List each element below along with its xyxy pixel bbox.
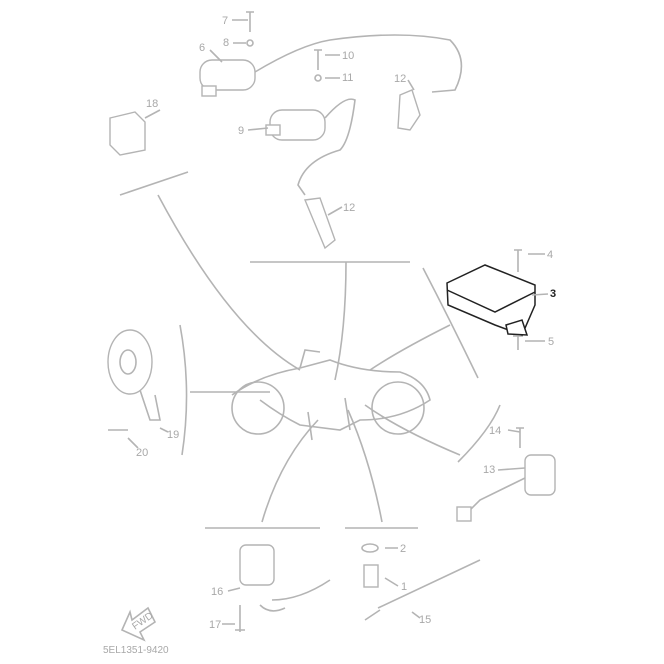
catalog-code: 5EL1351-9420 [103, 645, 169, 656]
starter-16 [239, 544, 331, 612]
callout-2: 2 [400, 543, 406, 555]
callout-20: 20 [136, 447, 148, 459]
bolts [108, 11, 524, 632]
callout-19: 19 [167, 429, 179, 441]
spark-plug-cap-12 [304, 89, 421, 250]
neutral-switch-1 [361, 543, 481, 621]
ignition-coil-6 [199, 34, 463, 97]
fwd-arrow-icon: FWD [120, 606, 157, 642]
callout-18: 18 [146, 98, 158, 110]
callout-5: 5 [548, 336, 554, 348]
part-number-labels: 7 8 6 10 11 12 18 9 12 4 3 5 19 20 14 13… [136, 15, 556, 631]
relay-18 [109, 111, 146, 156]
callout-9: 9 [238, 125, 244, 137]
cdi-unit-3 [446, 264, 536, 336]
callout-6: 6 [199, 42, 205, 54]
callout-15: 15 [419, 614, 431, 626]
callout-leaders [127, 19, 549, 625]
callout-1: 1 [401, 581, 407, 593]
callout-17: 17 [209, 619, 221, 631]
callout-4: 4 [547, 249, 553, 261]
callout-14: 14 [489, 425, 501, 437]
callout-7: 7 [222, 15, 228, 27]
motorcycle-outline [231, 349, 431, 441]
callout-16: 16 [211, 586, 223, 598]
ignition-coil-9 [265, 98, 356, 196]
callout-13: 13 [483, 464, 495, 476]
callout-3: 3 [550, 288, 556, 300]
callout-12-top: 12 [394, 73, 406, 85]
callout-11: 11 [342, 72, 353, 84]
callout-8: 8 [223, 37, 229, 49]
callout-12-bottom: 12 [343, 202, 355, 214]
speed-sensor-13 [456, 454, 556, 522]
callout-10: 10 [342, 50, 354, 62]
horn-19 [107, 329, 161, 421]
